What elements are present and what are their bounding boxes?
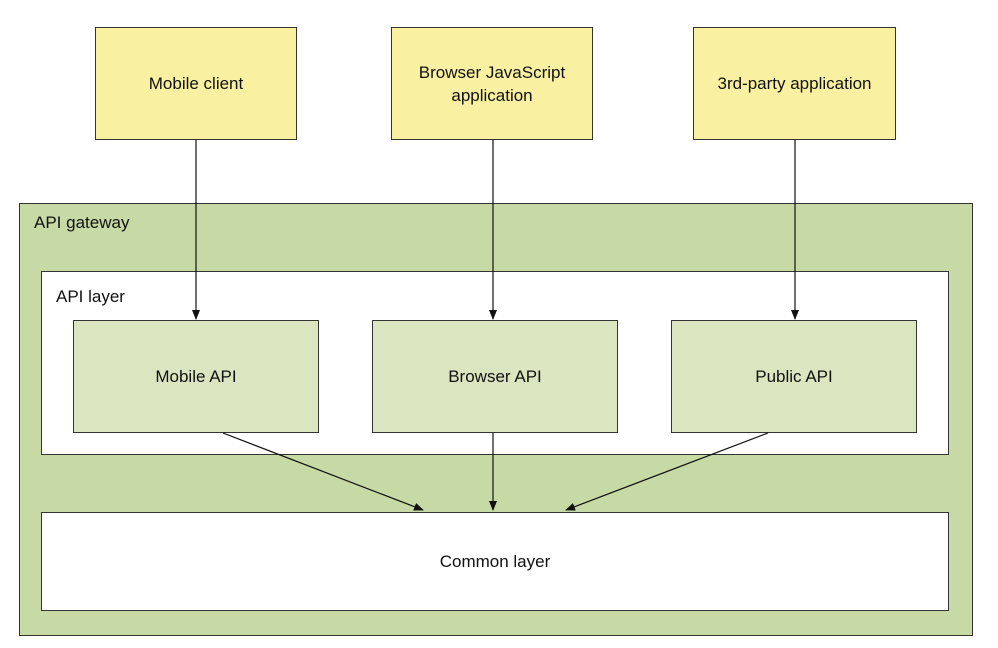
api-gateway-label: API gateway bbox=[34, 213, 130, 232]
third-party-application-label: 3rd-party application bbox=[717, 74, 872, 93]
third-party-application-box: 3rd-party application bbox=[693, 27, 896, 140]
browser-api-label: Browser API bbox=[448, 367, 542, 386]
browser-js-application-box: Browser JavaScript application bbox=[391, 27, 593, 140]
mobile-api-box: Mobile API bbox=[73, 320, 319, 433]
mobile-client-box: Mobile client bbox=[95, 27, 297, 140]
public-api-box: Public API bbox=[671, 320, 917, 433]
common-layer-box: Common layer bbox=[41, 512, 949, 611]
browser-js-application-label: Browser JavaScript application bbox=[418, 62, 566, 105]
mobile-api-label: Mobile API bbox=[155, 367, 237, 386]
common-layer-label: Common layer bbox=[439, 551, 551, 571]
api-layer-label: API layer bbox=[56, 287, 125, 306]
public-api-label: Public API bbox=[755, 367, 833, 386]
arrow-mobile-api-to-common-layer bbox=[222, 432, 424, 511]
arrow-public-api-to-common-layer bbox=[565, 432, 769, 511]
browser-api-box: Browser API bbox=[372, 320, 618, 433]
mobile-client-label: Mobile client bbox=[148, 74, 244, 93]
